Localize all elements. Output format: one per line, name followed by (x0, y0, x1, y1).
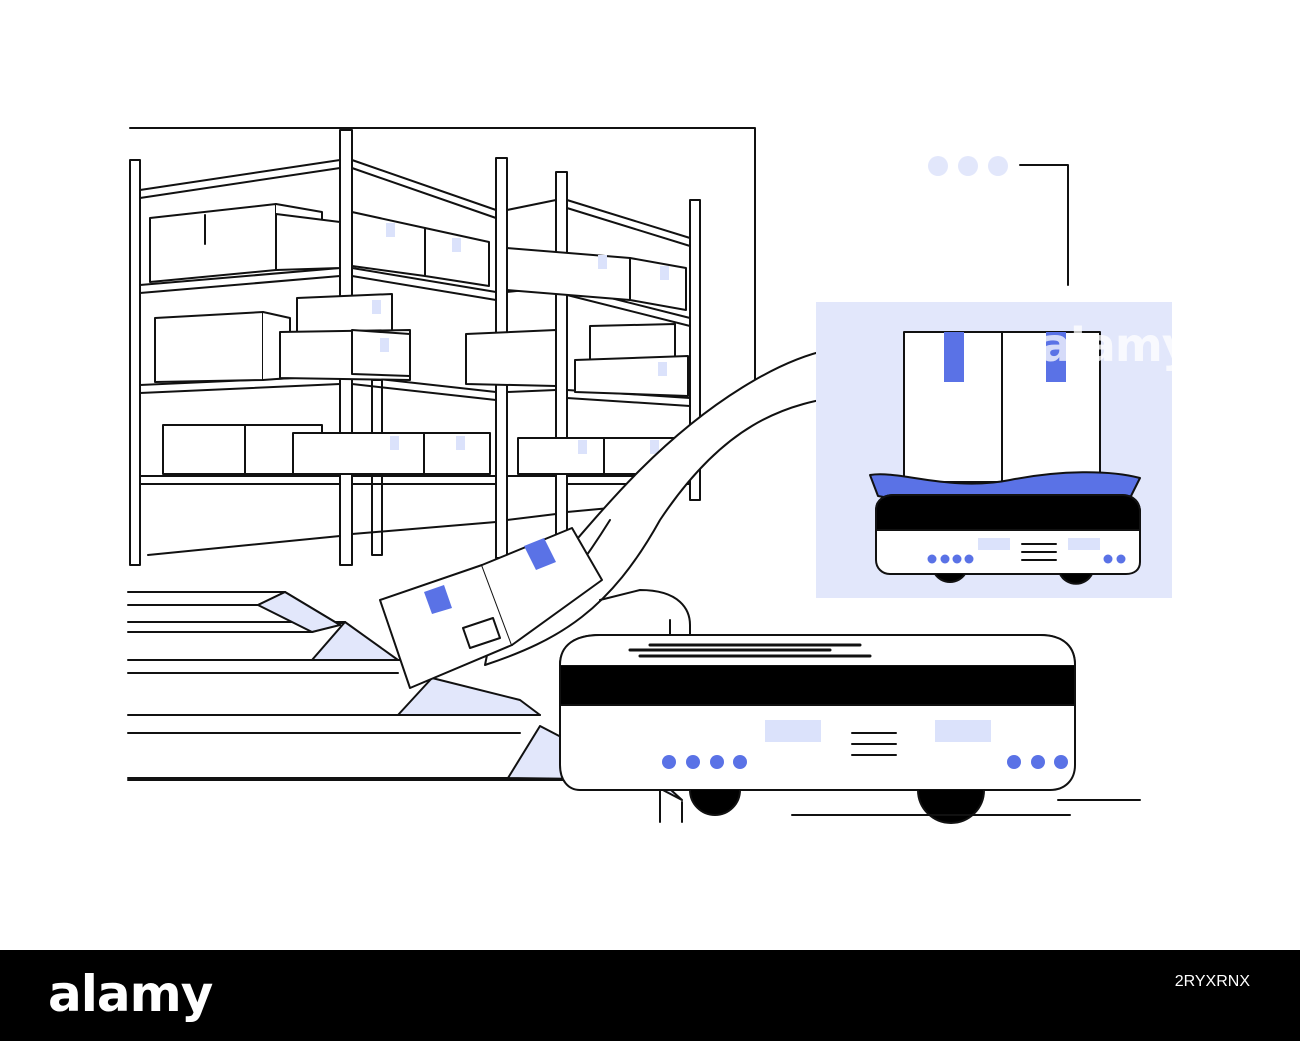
inset-robot-panels (978, 538, 1100, 550)
watermark-text: alamy (1040, 318, 1192, 372)
wall-outline (129, 127, 756, 389)
stock-footer-bar: alamy 2RYXRNX (0, 950, 1300, 1041)
large-agv-panels (765, 720, 991, 742)
held-box (379, 527, 603, 689)
inset-box-tape (944, 332, 1066, 382)
image-id-label: 2RYXRNX (1174, 973, 1250, 990)
held-box-tape (424, 538, 556, 614)
warehouse-robot-illustration (127, 127, 1172, 824)
callout-line (1019, 164, 1069, 286)
shelving-unit (129, 129, 701, 566)
inset-robot (869, 331, 1141, 585)
inset-robot-lights (927, 554, 1126, 564)
alamy-logo: alamy (48, 965, 213, 1023)
shelf-boxes (149, 203, 689, 475)
box-labels (372, 223, 669, 454)
large-agv-details (662, 755, 1068, 769)
large-agv-robot (559, 634, 1141, 824)
three-dots-icon (928, 156, 1008, 176)
